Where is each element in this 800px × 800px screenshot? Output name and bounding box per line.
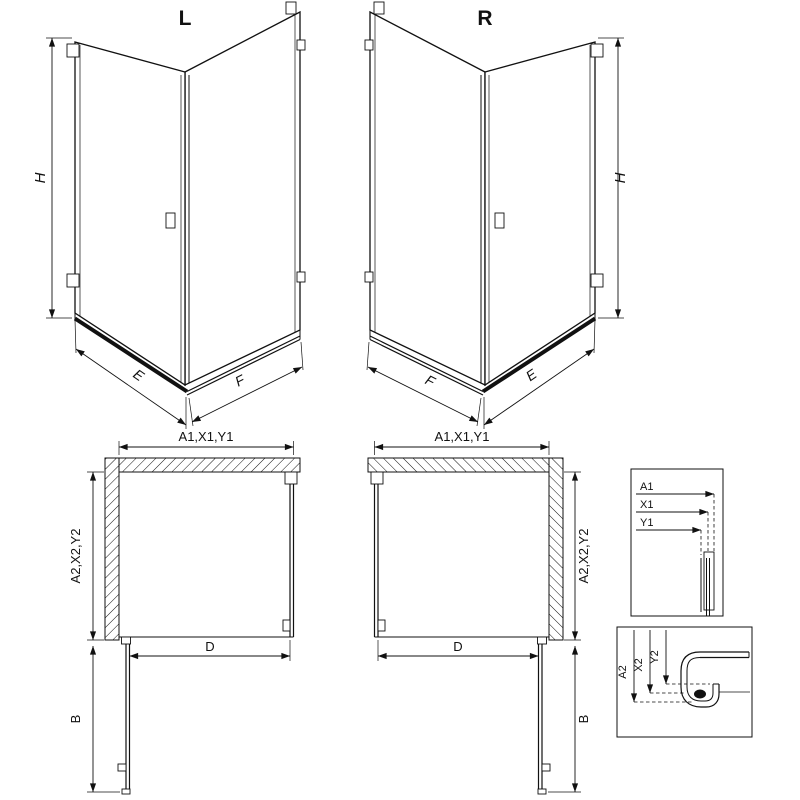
plan-right-width-label: A1,X1,Y1	[435, 429, 490, 444]
detail-y1-label: Y1	[640, 517, 653, 529]
variant-label-right: R	[477, 7, 492, 30]
detail-a1-label: A1	[640, 481, 653, 493]
threshold-profile-section	[680, 651, 750, 708]
plan-right-swing-label: B	[576, 715, 591, 724]
height-label-left: H	[32, 172, 49, 183]
wall-profile-detail: A1 X1 Y1	[630, 468, 724, 617]
detail-frame-bottom	[616, 626, 753, 738]
elevation-left-geometry	[46, 2, 305, 429]
threshold-profile-detail: A2 X2 Y2	[616, 626, 753, 738]
plan-right-geometry	[368, 441, 581, 794]
panel-width-label-right: F	[423, 371, 439, 390]
variant-label-left: L	[179, 7, 192, 30]
detail-a2-label: A2	[617, 665, 629, 678]
plan-left-geometry	[87, 441, 300, 794]
plan-left-width-label: A1,X1,Y1	[179, 429, 234, 444]
door-width-label-left: E	[130, 366, 147, 385]
plan-right-opening-label: D	[453, 639, 462, 654]
wall-profile-section	[700, 551, 715, 616]
plan-left-opening-label: D	[205, 639, 214, 654]
panel-width-label-left: F	[232, 371, 248, 390]
plan-right-depth-label: A2,X2,Y2	[576, 529, 591, 584]
seal-gasket	[694, 689, 706, 699]
plan-left-swing-label: B	[68, 715, 83, 724]
door-width-label-right: E	[523, 365, 540, 384]
plan-left-depth-label: A2,X2,Y2	[68, 529, 83, 584]
detail-x2-label: X2	[633, 658, 645, 671]
height-label-right: H	[612, 172, 629, 183]
elevation-right-geometry	[365, 2, 624, 429]
detail-y2-label: Y2	[649, 650, 661, 663]
detail-x1-label: X1	[640, 499, 653, 511]
